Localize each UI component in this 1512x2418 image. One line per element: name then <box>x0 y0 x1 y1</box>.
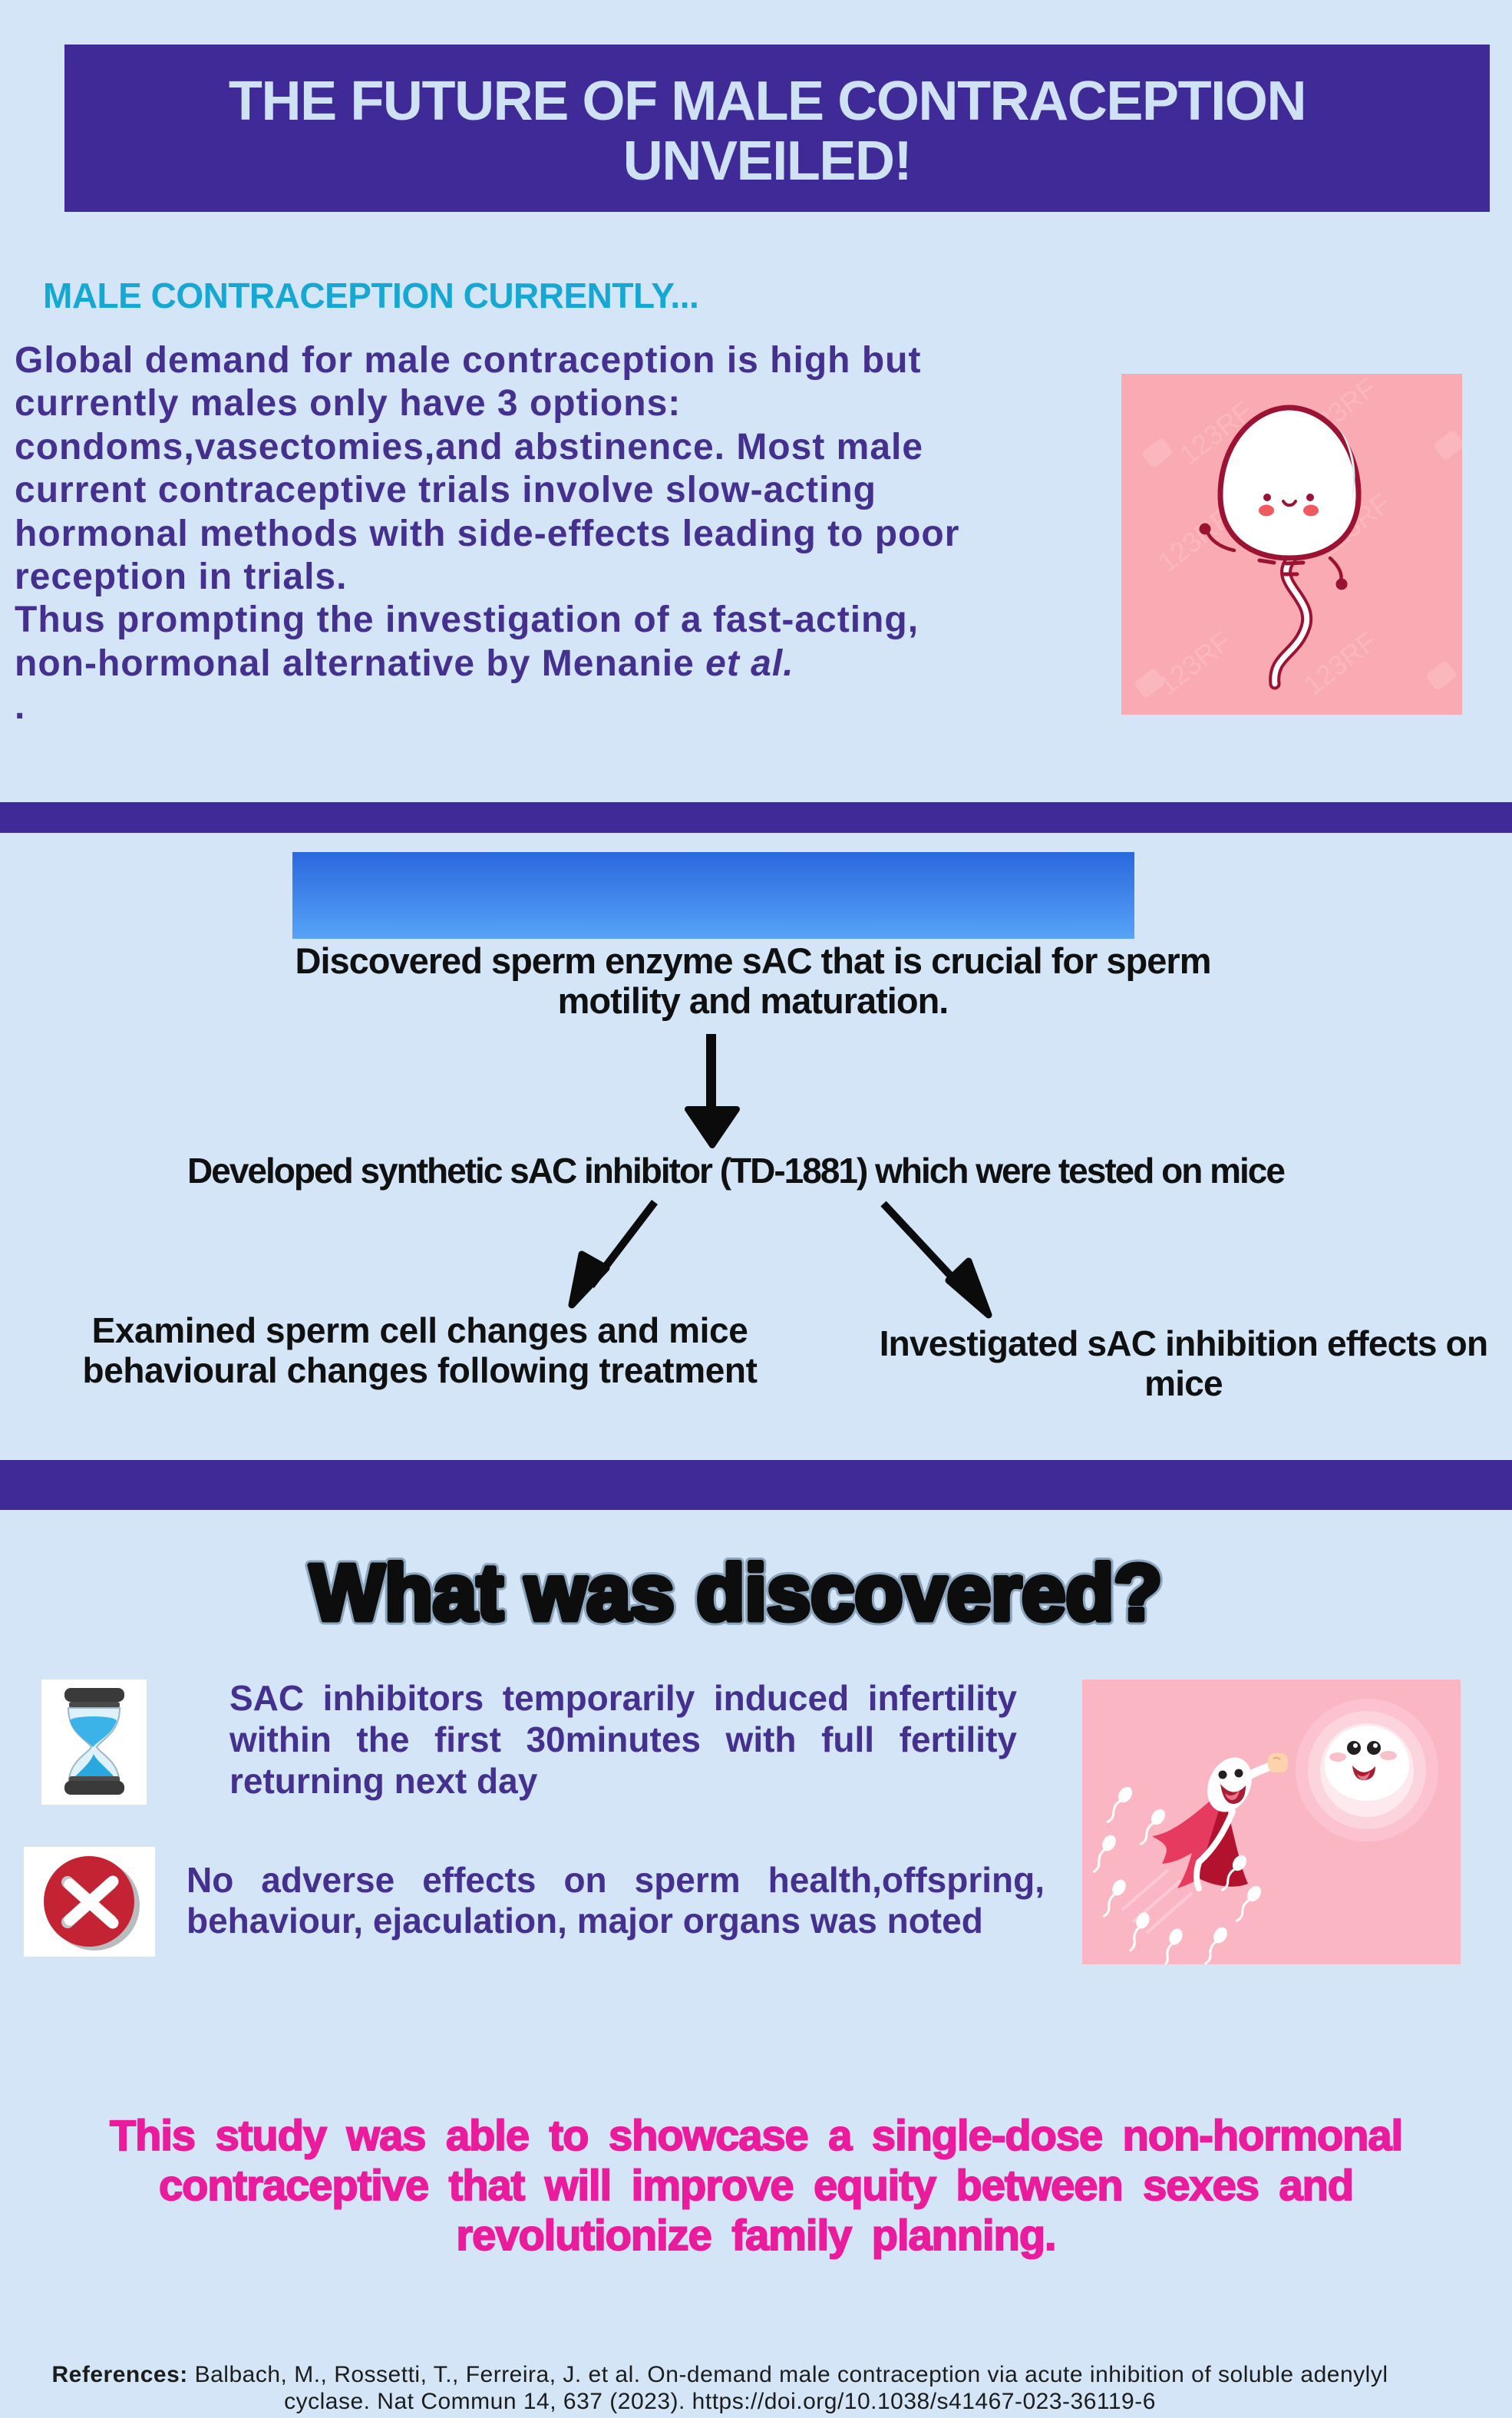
svg-text:123RF: 123RF <box>1298 625 1382 701</box>
svg-text:123RF: 123RF <box>1152 625 1236 701</box>
svg-text:What was discovered?: What was discovered? <box>310 1548 1162 1637</box>
svg-text:What was discovered?: What was discovered? <box>310 1548 1162 1637</box>
